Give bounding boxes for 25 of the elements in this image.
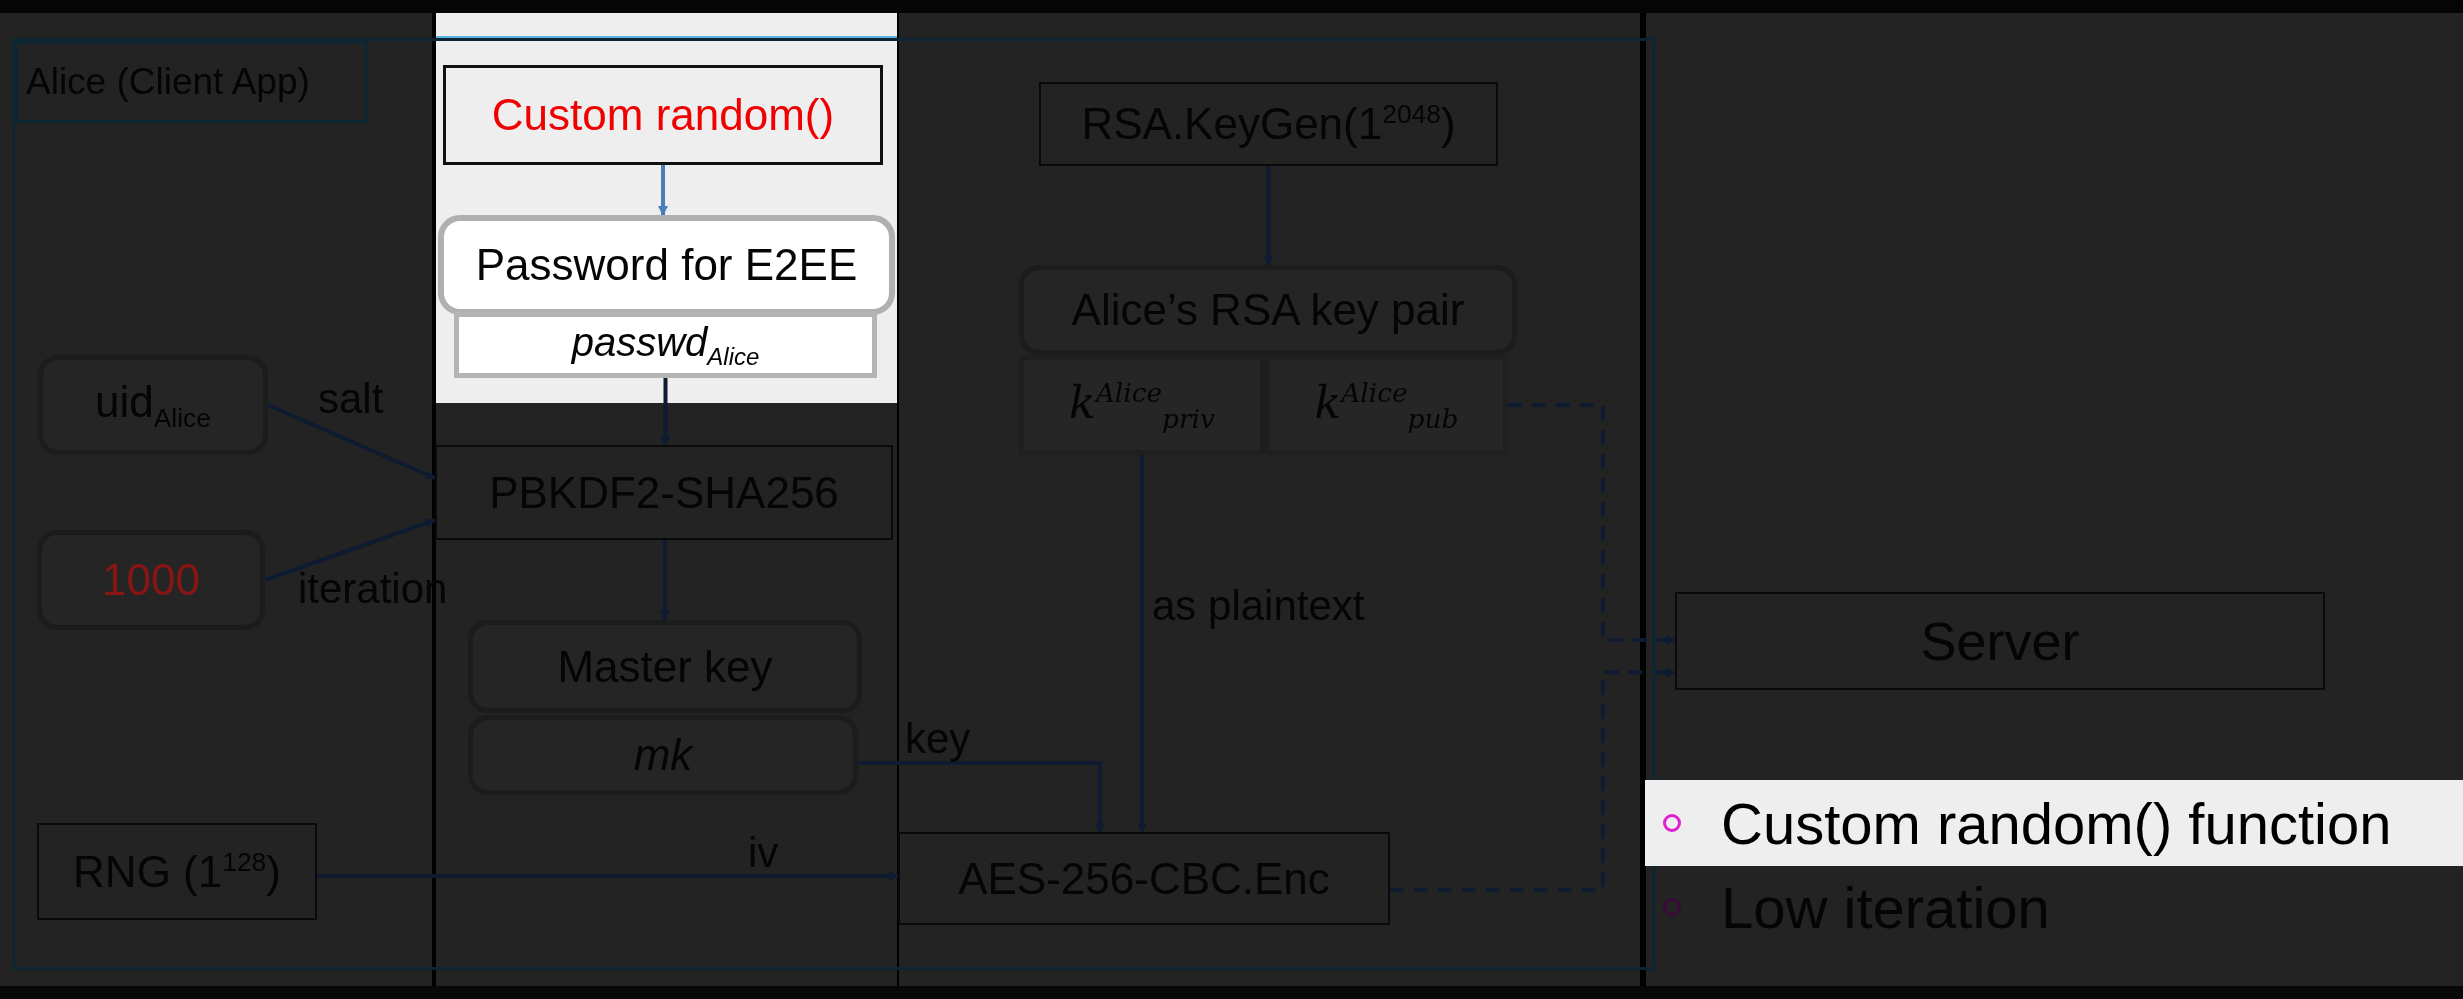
process-box [898, 832, 1390, 925]
process-box [37, 823, 317, 920]
arrow [1137, 455, 1147, 833]
arrow [267, 403, 436, 481]
process-box [1675, 592, 2325, 690]
arrow [1390, 667, 1676, 892]
process-box [1039, 82, 1498, 166]
client-app-frame [12, 38, 1655, 970]
process-box [443, 65, 883, 165]
arrow [660, 378, 671, 446]
arrow [660, 540, 670, 621]
node-text: Custom random() [491, 90, 835, 140]
bullet-text: Custom random() function [1721, 789, 2392, 857]
process-box [435, 445, 893, 540]
node-text: 1000 [102, 555, 200, 605]
arrow [658, 165, 668, 216]
node-text: passwd$_{Alice}$ [571, 319, 760, 371]
process-box [454, 312, 877, 378]
process-box [438, 215, 895, 315]
arrow [1508, 403, 1676, 645]
arrow [1263, 166, 1274, 266]
arrow [317, 871, 899, 881]
arrow [858, 761, 1105, 833]
node-text: Password for E2EE [475, 240, 858, 290]
arrow [264, 518, 436, 582]
